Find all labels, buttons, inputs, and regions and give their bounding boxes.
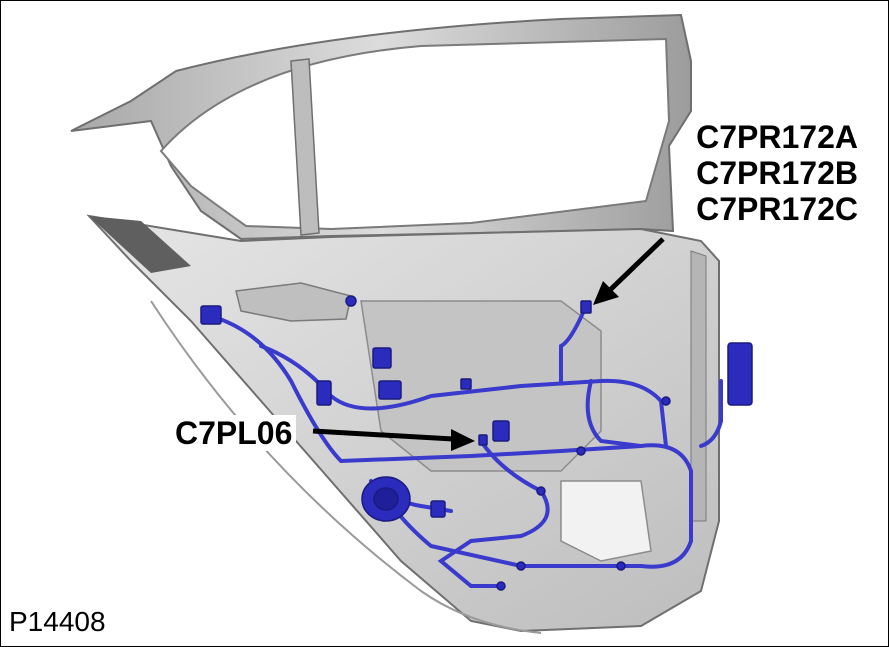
grommet-center [373, 487, 399, 511]
arrow-lower-shaft [312, 428, 454, 442]
connector-block [200, 305, 222, 325]
connector-c7pl06 [478, 434, 488, 446]
connector-block [378, 380, 402, 400]
connector-c7pr172 [580, 300, 592, 314]
clip [516, 561, 526, 571]
connector-block [492, 420, 510, 442]
callout-c7pr172-group: C7PR172A C7PR172B C7PR172C [696, 119, 858, 227]
callout-c7pl06: C7PL06 [171, 415, 297, 451]
figure-id: P14408 [3, 604, 112, 640]
clip [576, 446, 586, 456]
arrow-upper-head [593, 281, 619, 305]
clip [536, 486, 546, 496]
clip [616, 561, 626, 571]
arrow-lower-head [451, 429, 475, 451]
clip [496, 581, 506, 591]
window-frame [70, 13, 692, 241]
connector-block [727, 342, 753, 406]
callout-label: C7PR172A [696, 119, 858, 155]
connector-block [372, 347, 392, 369]
clip [661, 396, 671, 406]
clip [345, 295, 357, 307]
connector-block [460, 378, 472, 390]
arrow-upper-shaft [607, 237, 665, 293]
callout-arrows [312, 237, 665, 451]
connector-block [316, 380, 332, 406]
connector-block [430, 500, 446, 518]
callout-label: C7PR172B [696, 155, 858, 191]
harness-connectors [200, 295, 753, 591]
callout-label: C7PR172C [696, 191, 858, 227]
door-inner-panel [86, 214, 720, 634]
